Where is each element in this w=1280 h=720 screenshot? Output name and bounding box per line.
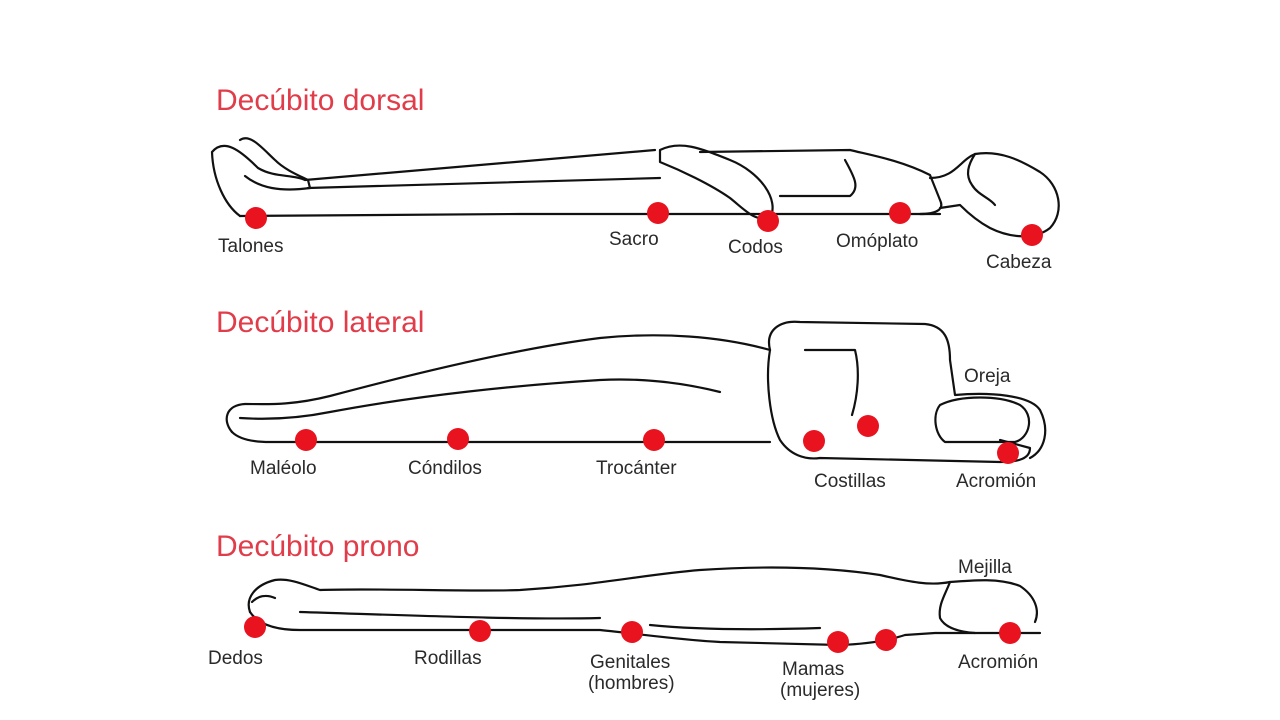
label-oreja: Oreja [964, 366, 1011, 387]
pressure-point-acromion-prone [999, 622, 1021, 644]
pressure-point-rodillas [469, 620, 491, 642]
prone-head-outline [938, 580, 977, 635]
prone-feet [250, 594, 277, 604]
label-mamas-mujeres: (mujeres) [780, 680, 861, 701]
lateral-figure [225, 320, 1047, 464]
pressure-point-mamas-1 [827, 631, 849, 653]
supine-leg-line [306, 176, 662, 190]
panel-title-prono: Decúbito prono [216, 530, 420, 563]
lateral-torso-outline [767, 320, 1047, 460]
prone-figure [244, 566, 1042, 653]
supine-figure [210, 137, 1060, 246]
label-condilos: Cóndilos [408, 458, 482, 479]
pressure-point-maleolo [295, 429, 317, 451]
label-codos: Codos [728, 237, 783, 258]
label-cabeza: Cabeza [986, 252, 1052, 273]
pressure-point-trocanter [643, 429, 665, 451]
supine-feet-outline [238, 137, 312, 191]
label-mamas: Mamas [782, 659, 845, 680]
lateral-inner-arm [803, 348, 859, 417]
pressure-point-costillas-upper [857, 415, 879, 437]
supine-head-outline [928, 152, 1060, 238]
pressure-point-mamas-2 [875, 629, 897, 651]
pressure-point-talones [245, 207, 267, 229]
panel-title-dorsal: Decúbito dorsal [216, 84, 425, 117]
label-rodillas: Rodillas [414, 648, 482, 669]
prone-base-outline [248, 610, 1042, 647]
prone-arm-line [648, 623, 822, 631]
pressure-point-dedos [244, 616, 266, 638]
label-omoplato: Omóplato [836, 231, 919, 252]
label-costillas: Costillas [814, 471, 886, 492]
label-mejilla: Mejilla [958, 557, 1012, 578]
supine-chest-line [778, 158, 857, 198]
pressure-point-genitales [621, 621, 643, 643]
label-acromion-prone: Acromión [958, 652, 1039, 673]
pressure-point-sacro [647, 202, 669, 224]
lateral-base-line [230, 430, 772, 444]
prone-top-outline [247, 566, 1038, 624]
lateral-legs-outline [225, 334, 772, 434]
label-trocanter: Trocánter [596, 458, 677, 479]
pressure-point-cabeza [1021, 224, 1043, 246]
label-dedos: Dedos [208, 648, 263, 669]
lateral-leg-line [238, 378, 722, 420]
pressure-point-costillas [803, 430, 825, 452]
prone-leg-line [298, 610, 602, 620]
lateral-arm-outline [766, 348, 1032, 464]
label-maleolo: Maléolo [250, 458, 317, 479]
label-talones: Talones [218, 236, 284, 257]
supine-arm-outline [658, 144, 774, 220]
label-genitales: Genitales [590, 652, 671, 673]
pressure-point-condilos [447, 428, 469, 450]
supine-back-line [238, 212, 942, 218]
label-sacro: Sacro [609, 229, 659, 250]
supine-face-line [966, 152, 997, 207]
supine-torso-outline [698, 148, 943, 216]
lateral-head-outline [934, 396, 1031, 444]
supine-legs-outline [210, 144, 657, 218]
panel-title-lateral: Decúbito lateral [216, 306, 425, 339]
pressure-point-codos [757, 210, 779, 232]
label-genitales-hombres: (hombres) [588, 673, 675, 694]
pressure-point-acromion-lateral [997, 442, 1019, 464]
label-acromion-lateral: Acromión [956, 471, 1037, 492]
pressure-point-omoplato [889, 202, 911, 224]
